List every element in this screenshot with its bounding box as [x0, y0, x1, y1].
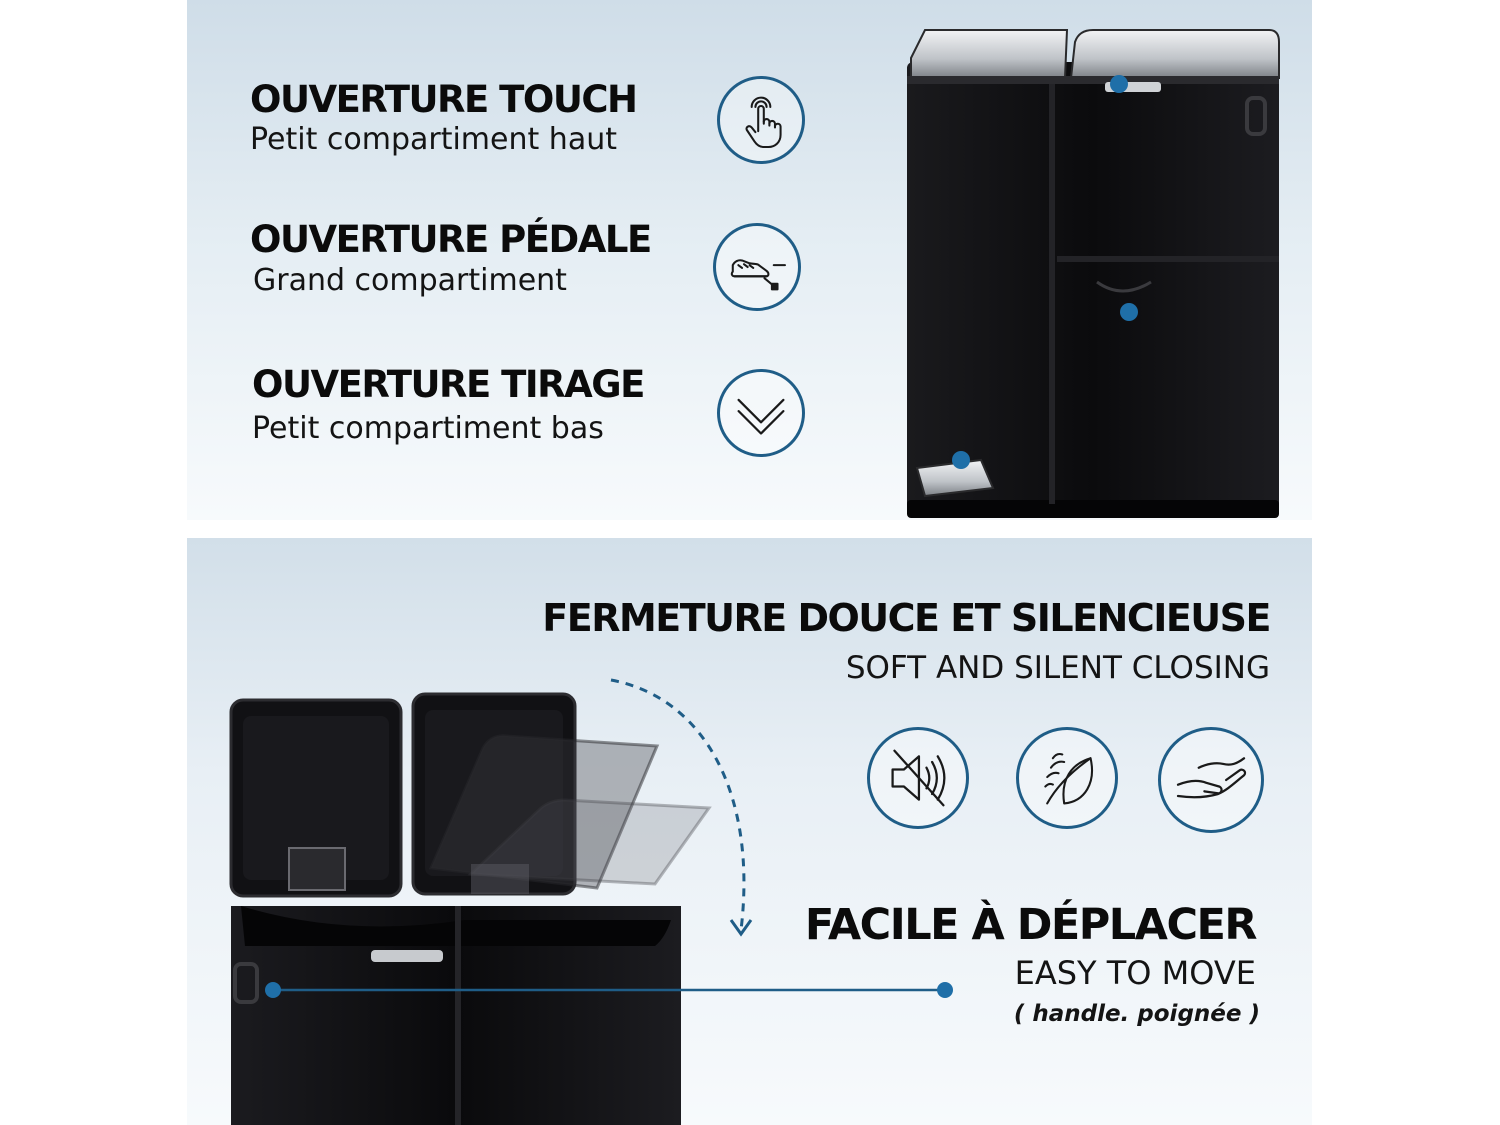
- hand-icon: [1158, 727, 1264, 833]
- feature-subtitle-touch: Petit compartiment haut: [250, 122, 617, 157]
- closing-subtitle: SOFT AND SILENT CLOSING: [845, 650, 1270, 686]
- moving-title: FACILE À DÉPLACER: [804, 900, 1258, 950]
- double-chevron-down-icon: [717, 369, 805, 457]
- open-bin-image: [229, 692, 712, 1125]
- feature-subtitle-pull: Petit compartiment bas: [252, 411, 604, 446]
- feather-icon: [1016, 727, 1118, 829]
- feature-title-pedal: OUVERTURE PÉDALE: [250, 218, 652, 261]
- mute-speaker-icon: [867, 727, 969, 829]
- handle-connector-line: [265, 982, 953, 998]
- bottom-feature-panel: FERMETURE DOUCE ET SILENCIEUSE SOFT AND …: [187, 538, 1312, 1125]
- touch-hand-icon: [717, 76, 805, 164]
- feature-subtitle-pedal: Grand compartiment: [253, 263, 567, 298]
- closing-arrow-icon: [610, 678, 753, 937]
- feature-title-touch: OUVERTURE TOUCH: [250, 78, 638, 121]
- feature-title-pull: OUVERTURE TIRAGE: [252, 363, 645, 406]
- shoe-pedal-icon: [713, 223, 801, 311]
- moving-subtitle: EASY TO MOVE: [1014, 954, 1256, 992]
- dual-bin-image: [907, 29, 1280, 518]
- closing-title: FERMETURE DOUCE ET SILENCIEUSE: [542, 596, 1271, 640]
- handle-note: ( handle. poignée ): [1013, 1001, 1260, 1027]
- top-feature-panel: OUVERTURE TOUCH Petit compartiment haut …: [187, 0, 1312, 520]
